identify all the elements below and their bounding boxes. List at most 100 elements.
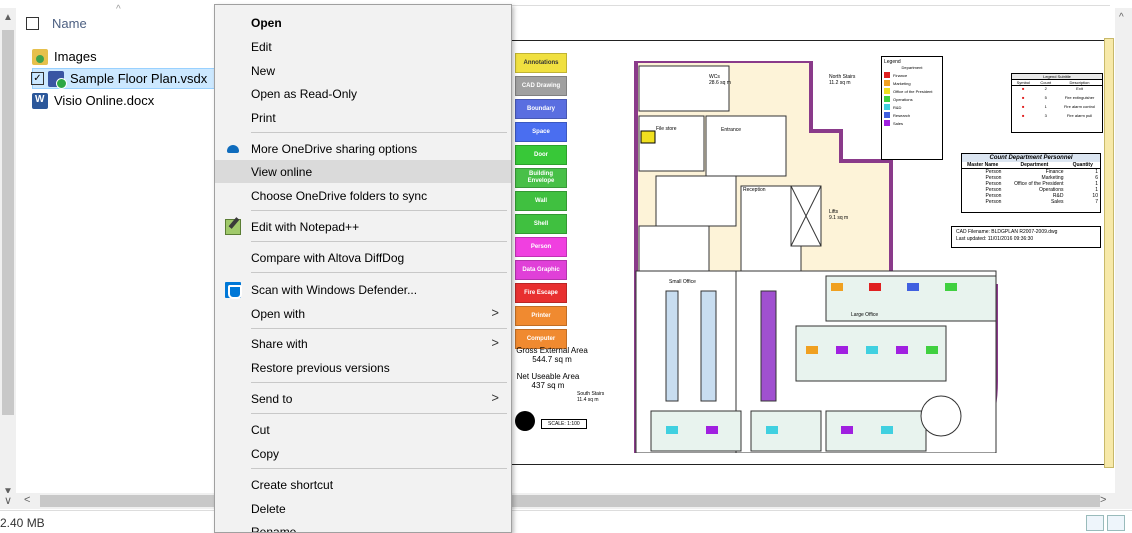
menu-item-open-readonly[interactable]: Open as Read-Only bbox=[251, 86, 358, 101]
submenu-arrow-icon: > bbox=[491, 390, 499, 405]
legend-subtitle: Department bbox=[901, 65, 923, 70]
cell: Marketing bbox=[1041, 175, 1064, 181]
menu-item-create-shortcut[interactable]: Create shortcut bbox=[251, 477, 334, 492]
preview-scrollbar[interactable]: ^ bbox=[1115, 8, 1132, 493]
net-area-value: 437 sq m bbox=[531, 381, 565, 390]
file-store-label: File store bbox=[656, 126, 677, 132]
menu-separator bbox=[251, 241, 507, 242]
menu-item-new[interactable]: New bbox=[251, 63, 276, 78]
menu-item-view-online[interactable]: View online bbox=[215, 160, 511, 183]
large-office-label: Large Office bbox=[851, 312, 879, 318]
submenu-arrow-icon: > bbox=[491, 335, 499, 350]
lifts-area-text: 9.1 sq m bbox=[829, 215, 849, 221]
scroll-thumb[interactable] bbox=[2, 30, 14, 415]
menu-item-edit-notepad[interactable]: Edit with Notepad++ bbox=[215, 215, 511, 238]
file-row-sample-floor-plan[interactable]: ✓ Sample Floor Plan.vsdx bbox=[31, 68, 215, 89]
horizontal-scroll-thumb[interactable] bbox=[40, 495, 1100, 507]
file-row-visio-online[interactable]: Visio Online.docx bbox=[32, 90, 215, 111]
cad-filename-label: CAD Filename: bbox=[956, 229, 990, 235]
scroll-left-arrow-icon[interactable]: < bbox=[24, 494, 31, 506]
menu-item-copy[interactable]: Copy bbox=[251, 446, 280, 461]
legend-item-label: Marketing bbox=[893, 80, 911, 86]
menu-item-restore-versions[interactable]: Restore previous versions bbox=[251, 360, 390, 375]
layer-button-computer[interactable]: Computer bbox=[515, 329, 567, 349]
file-row-images[interactable]: Images bbox=[32, 46, 215, 67]
menu-item-scan-defender[interactable]: Scan with Windows Defender... bbox=[215, 278, 511, 301]
menu-separator bbox=[251, 328, 507, 329]
count-department-table: Count Department Personnel Master Name D… bbox=[961, 153, 1101, 213]
layer-button-building-envelope[interactable]: Building Envelope bbox=[515, 168, 567, 188]
north-stairs-text: North Stairs bbox=[829, 74, 856, 80]
cell: Person bbox=[985, 175, 1002, 181]
wcs-label-text: WCs bbox=[709, 74, 720, 80]
count-table-title: Count Department Personnel bbox=[962, 154, 1100, 162]
scroll-right-arrow-icon[interactable]: > bbox=[1100, 494, 1107, 506]
menu-item-open[interactable]: Open bbox=[251, 15, 282, 30]
menu-item-compare-diffdog[interactable]: Compare with Altova DiffDog bbox=[251, 250, 405, 265]
notepad-plus-plus-icon bbox=[225, 219, 241, 235]
select-all-checkbox[interactable] bbox=[26, 16, 39, 30]
menu-item-edit[interactable]: Edit bbox=[251, 39, 272, 54]
scroll-up-arrow-icon[interactable]: ▲ bbox=[3, 12, 13, 23]
last-updated-label: Last updated: bbox=[956, 236, 987, 242]
legend-swatch bbox=[884, 96, 890, 102]
scroll-down-arrow-icon[interactable]: ▼ bbox=[3, 486, 13, 497]
layer-button-printer[interactable]: Printer bbox=[515, 306, 567, 326]
fire-alarm-pull-icon: ■ bbox=[1022, 113, 1025, 118]
layer-button-fire-escape[interactable]: Fire Escape bbox=[515, 283, 567, 303]
layer-button-cad-drawing[interactable]: CAD Drawing bbox=[515, 76, 567, 96]
menu-item-label: Edit with Notepad++ bbox=[251, 219, 360, 234]
description-cell: Fire alarm control bbox=[1063, 104, 1096, 109]
cell: R&D bbox=[1052, 193, 1064, 199]
layer-button-shell[interactable]: Shell bbox=[515, 214, 567, 234]
reception-label: Reception bbox=[743, 187, 766, 193]
details-view-icon[interactable] bbox=[1086, 515, 1104, 531]
menu-item-print[interactable]: Print bbox=[251, 110, 276, 125]
cad-info-box: CAD Filename: BLDGPLAN R2007-2009.dwg La… bbox=[951, 226, 1101, 248]
file-list-scrollbar[interactable]: ▲ ▼ bbox=[0, 8, 16, 508]
menu-separator bbox=[251, 132, 507, 133]
floor-plan-drawing bbox=[634, 61, 998, 453]
cell: Office of the President bbox=[1014, 181, 1064, 187]
legend-swatch bbox=[884, 80, 890, 86]
legend-subtitle-header: Symbol Count Description bbox=[1012, 80, 1102, 86]
layer-button-person[interactable]: Person bbox=[515, 237, 567, 257]
menu-item-more-onedrive[interactable]: More OneDrive sharing options bbox=[215, 137, 511, 160]
chevron-down-icon[interactable]: ∨ bbox=[4, 495, 13, 507]
scroll-up-arrow-icon[interactable]: ^ bbox=[1119, 12, 1124, 23]
gross-area-value: 544.7 sq m bbox=[532, 355, 572, 364]
menu-item-share-with[interactable]: Share with > bbox=[215, 332, 511, 355]
cell: Person bbox=[985, 193, 1002, 199]
cell: 10 bbox=[1092, 193, 1098, 199]
preview-top-border bbox=[510, 0, 1110, 6]
menu-separator bbox=[251, 413, 507, 414]
preview-pane: Annotations CAD Drawing Boundary Space D… bbox=[510, 40, 1110, 465]
layer-button-data-graphic[interactable]: Data Graphic bbox=[515, 260, 567, 280]
menu-item-send-to[interactable]: Send to > bbox=[215, 387, 511, 410]
layer-button-wall[interactable]: Wall bbox=[515, 191, 567, 211]
menu-item-rename[interactable]: Rename bbox=[251, 524, 297, 533]
menu-separator bbox=[251, 272, 507, 273]
large-icons-view-icon[interactable] bbox=[1107, 515, 1125, 531]
layer-button-boundary[interactable]: Boundary bbox=[515, 99, 567, 119]
legend-item: Marketing bbox=[884, 80, 940, 86]
layer-button-space[interactable]: Space bbox=[515, 122, 567, 142]
layer-button-annotations[interactable]: Annotations bbox=[515, 53, 567, 73]
count-table-header: Master Name Department Quantity bbox=[962, 162, 1100, 169]
horizontal-scrollbar[interactable]: ∨ < > bbox=[0, 493, 1132, 509]
menu-item-cut[interactable]: Cut bbox=[251, 422, 270, 437]
row-checkbox[interactable]: ✓ bbox=[31, 72, 44, 85]
status-bar: 2.40 MB bbox=[0, 510, 1132, 533]
menu-item-choose-onedrive[interactable]: Choose OneDrive folders to sync bbox=[251, 188, 428, 203]
menu-item-label: Scan with Windows Defender... bbox=[251, 282, 418, 297]
menu-item-delete[interactable]: Delete bbox=[251, 501, 286, 516]
gross-area-label: Gross External Area bbox=[516, 346, 588, 355]
menu-item-open-with[interactable]: Open with > bbox=[215, 302, 511, 325]
layer-button-door[interactable]: Door bbox=[515, 145, 567, 165]
name-column-header[interactable]: Name bbox=[26, 12, 87, 34]
